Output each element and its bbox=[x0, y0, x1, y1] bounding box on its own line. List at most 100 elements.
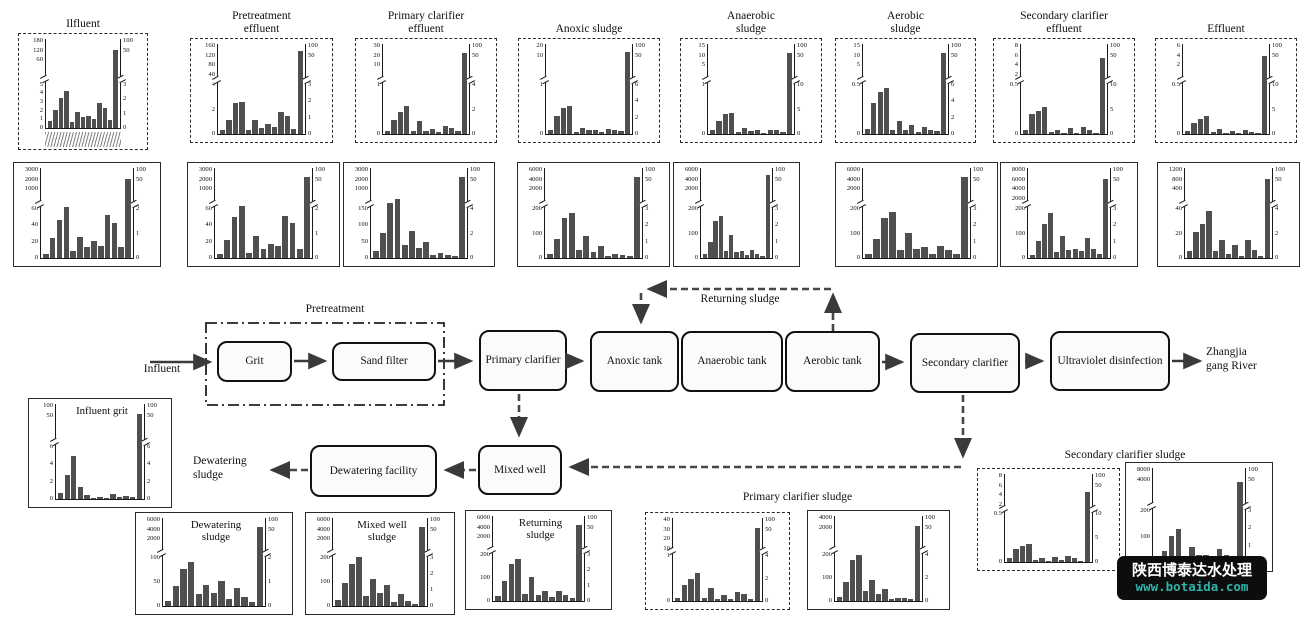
axis-tick-label: 0 bbox=[1275, 254, 1279, 261]
bar bbox=[111, 222, 118, 258]
bar bbox=[605, 128, 611, 134]
bar bbox=[734, 251, 739, 258]
axis-tick-label: 100 bbox=[1248, 466, 1258, 473]
chart-plot-area bbox=[332, 518, 428, 607]
bar bbox=[560, 107, 567, 134]
process-box-mixed-well: Mixed well bbox=[478, 445, 562, 495]
bar bbox=[349, 563, 355, 606]
chart-title-line: sludge bbox=[526, 528, 555, 541]
chart-title-line: Ilfluent bbox=[66, 18, 100, 31]
axis-tick-label: 3 bbox=[430, 554, 434, 562]
bar bbox=[714, 598, 721, 601]
bar bbox=[77, 237, 83, 258]
bar bbox=[579, 127, 586, 134]
axis-tick-label: 0 bbox=[1095, 558, 1099, 565]
axis-tick-label: 2000 bbox=[846, 185, 860, 192]
axis-tick-label: 80 bbox=[208, 61, 215, 68]
bar bbox=[451, 256, 458, 258]
bar bbox=[408, 231, 415, 258]
axis-tick-label: 150 bbox=[358, 205, 368, 212]
axis-tick-label: 50 bbox=[153, 578, 160, 586]
bar bbox=[729, 234, 734, 258]
bar bbox=[419, 526, 425, 606]
bar bbox=[556, 590, 562, 601]
bar bbox=[77, 486, 84, 499]
axis-tick-label: 40 bbox=[1175, 205, 1182, 212]
bar bbox=[289, 222, 296, 258]
axis-tick-label: 2 bbox=[211, 105, 215, 113]
process-box-label: Mixed well bbox=[494, 463, 546, 476]
bar bbox=[937, 246, 944, 258]
bar bbox=[1061, 133, 1067, 134]
axis-tick-label: 8000 bbox=[1136, 466, 1150, 473]
process-box-dewatering-facility: Dewatering facility bbox=[310, 445, 437, 497]
bar bbox=[437, 252, 444, 258]
pretreatment-label: Pretreatment bbox=[305, 303, 365, 315]
bar bbox=[722, 114, 729, 134]
axis-tick-label: 3 bbox=[645, 205, 649, 212]
axis-tick-label: 5 bbox=[1095, 534, 1099, 542]
axis-tick-label: 5 bbox=[701, 61, 705, 68]
bar bbox=[1237, 482, 1243, 563]
axis-tick-label: 100 bbox=[430, 516, 440, 523]
axis-tick-label: 3 bbox=[775, 205, 779, 212]
axis-tick-label: 20 bbox=[31, 237, 38, 245]
bar bbox=[739, 250, 744, 258]
bar bbox=[542, 590, 549, 601]
axis-tick-label: 2000 bbox=[146, 535, 160, 542]
chart-title-line: effluent bbox=[408, 23, 444, 36]
bar bbox=[370, 578, 376, 606]
bar bbox=[218, 581, 225, 606]
chart-plot-area bbox=[55, 404, 145, 500]
bar bbox=[501, 580, 508, 601]
axis-tick-label: 200 bbox=[1140, 507, 1150, 514]
bar bbox=[1090, 249, 1096, 258]
process-box-aerobic-tank: Aerobic tank bbox=[785, 331, 880, 392]
chart-title-line: Dewatering bbox=[190, 519, 242, 531]
bar bbox=[84, 495, 90, 499]
bar bbox=[567, 106, 573, 134]
axis-tick-label: 1 bbox=[123, 109, 127, 117]
bar bbox=[549, 596, 555, 601]
bar bbox=[508, 563, 515, 601]
axis-tick-label: 100 bbox=[822, 574, 832, 581]
axis-tick-label: 0 bbox=[973, 254, 977, 261]
bar bbox=[1229, 131, 1235, 134]
axis-tick-label: 4 bbox=[1275, 205, 1279, 212]
axis-tick-label: 1 bbox=[1113, 237, 1117, 245]
axis-tick-label: 10 bbox=[1095, 510, 1102, 518]
axis-tick-label: 5 bbox=[39, 80, 43, 88]
axis-tick-label: 0 bbox=[828, 597, 832, 604]
bar bbox=[107, 120, 113, 128]
bar bbox=[102, 108, 107, 128]
chart-plot-area bbox=[40, 168, 134, 259]
process-box-secondary-clarifier: Secondary clarifier bbox=[910, 333, 1020, 393]
axis-tick-label: 1 bbox=[315, 229, 319, 237]
axis-tick-label: 40 bbox=[663, 516, 670, 523]
bar bbox=[561, 217, 568, 258]
bar bbox=[1258, 256, 1264, 258]
axis-tick-label: 100 bbox=[1015, 229, 1025, 237]
bar bbox=[58, 493, 64, 499]
chart-plot-area bbox=[1004, 474, 1093, 563]
chart-plot-area bbox=[834, 516, 923, 602]
bar bbox=[883, 88, 890, 134]
axis-tick-label: 0 bbox=[694, 254, 698, 261]
bar bbox=[91, 119, 97, 128]
axis-tick-label: 5 bbox=[797, 105, 801, 113]
process-box-label: Primary clarifier bbox=[485, 354, 561, 367]
chart-plot-area bbox=[162, 518, 266, 607]
bar bbox=[1067, 127, 1073, 134]
process-box-label: Anoxic tank bbox=[606, 355, 663, 368]
bar bbox=[203, 584, 210, 606]
axis-tick-label: 50 bbox=[136, 175, 143, 183]
bar bbox=[1035, 110, 1042, 134]
bar bbox=[412, 604, 418, 606]
axis-tick-label: 0 bbox=[39, 124, 43, 131]
axis-tick-label: 0.5 bbox=[993, 510, 1002, 518]
axis-tick-label: 60 bbox=[31, 205, 38, 212]
